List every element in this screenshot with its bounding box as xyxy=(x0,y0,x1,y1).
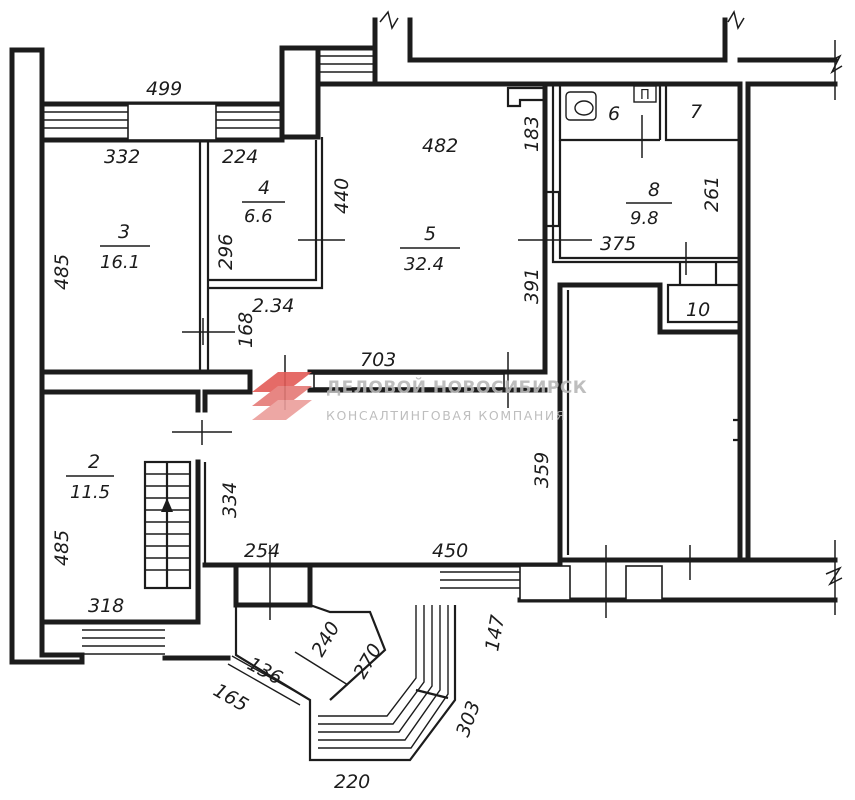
dim-703: 703 xyxy=(360,349,396,371)
room-8-number: 8 xyxy=(648,179,660,201)
bathroom-fixtures xyxy=(506,85,657,228)
room-3-number: 3 xyxy=(118,221,130,243)
dim-183: 183 xyxy=(521,116,543,152)
watermark-logo xyxy=(252,372,312,420)
dim-303: 303 xyxy=(452,698,485,740)
dim-375: 375 xyxy=(600,233,636,255)
dim-234: 2.34 xyxy=(252,295,294,317)
dim-391: 391 xyxy=(521,268,543,304)
dim-485-bottom: 485 xyxy=(51,530,73,566)
dim-165: 165 xyxy=(210,679,252,716)
dim-334: 334 xyxy=(219,482,241,518)
dim-485-left: 485 xyxy=(51,254,73,290)
room-labels: 3 16.1 4 6.6 5 32.4 6 П 7 8 9.8 10 2 11.… xyxy=(66,88,710,503)
dim-482: 482 xyxy=(422,135,458,157)
dimension-marks xyxy=(172,10,843,686)
dim-220: 220 xyxy=(334,771,370,793)
dim-254: 254 xyxy=(244,540,280,562)
room-2-number: 2 xyxy=(88,451,100,473)
room-8-area: 9.8 xyxy=(630,208,659,229)
dim-168: 168 xyxy=(235,312,257,348)
room-2-area: 11.5 xyxy=(70,482,110,503)
room-4-number: 4 xyxy=(258,177,270,199)
watermark-title: ДЕЛОВОЙ НОВОСИБИРСК xyxy=(326,376,587,398)
dim-147: 147 xyxy=(481,613,509,653)
watermark-subtitle: КОНСАЛТИНГОВАЯ КОМПАНИЯ xyxy=(326,408,566,423)
room-5-number: 5 xyxy=(424,223,436,245)
dim-332: 332 xyxy=(104,146,140,168)
interior-walls xyxy=(41,81,751,661)
room-10-number: 10 xyxy=(686,299,710,321)
fixture-label: П xyxy=(640,88,650,103)
dim-359: 359 xyxy=(531,452,553,488)
dim-318: 318 xyxy=(88,595,124,617)
dim-440: 440 xyxy=(331,178,353,214)
room-4-area: 6.6 xyxy=(244,206,273,227)
dim-261: 261 xyxy=(701,176,723,212)
dim-450: 450 xyxy=(432,540,468,562)
watermark: ДЕЛОВОЙ НОВОСИБИРСК КОНСАЛТИНГОВАЯ КОМПА… xyxy=(252,372,587,423)
windows xyxy=(44,55,663,655)
room-3-area: 16.1 xyxy=(100,252,140,273)
entry-porch xyxy=(227,603,457,762)
dim-499: 499 xyxy=(146,78,182,100)
dim-224: 224 xyxy=(222,146,258,168)
dim-240: 240 xyxy=(307,618,344,660)
dimension-labels: 499 332 224 482 375 2.34 703 254 450 318… xyxy=(51,78,723,793)
dim-136: 136 xyxy=(244,653,286,689)
room-5-area: 32.4 xyxy=(404,254,444,275)
room-7-number: 7 xyxy=(690,101,702,123)
dim-296: 296 xyxy=(215,234,237,270)
staircase xyxy=(143,460,192,590)
room-6-number: 6 xyxy=(608,103,620,125)
